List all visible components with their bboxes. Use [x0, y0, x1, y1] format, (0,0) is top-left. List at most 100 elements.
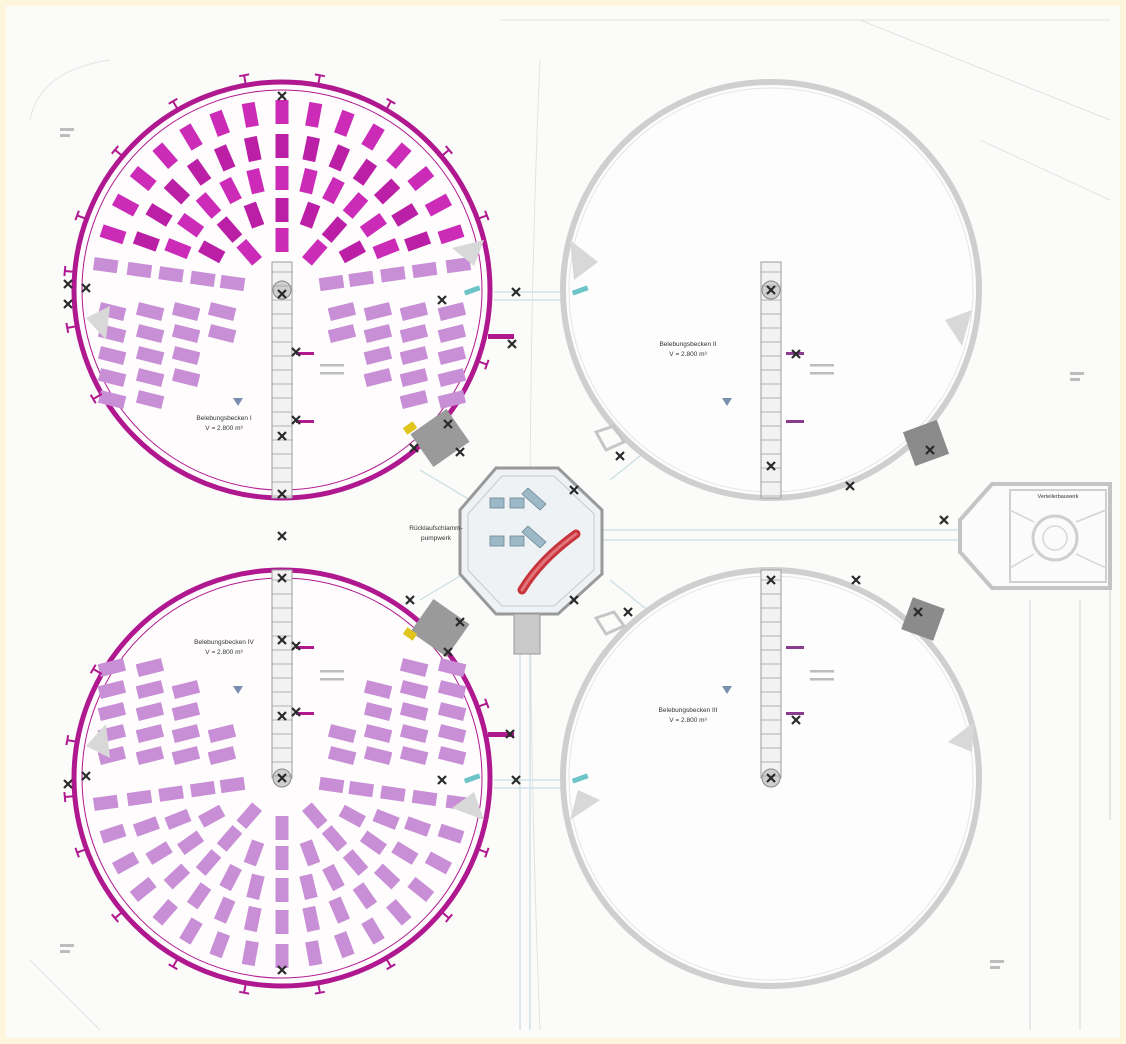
- aeration-diffuser: [163, 178, 191, 205]
- aeration-diffuser: [275, 134, 289, 158]
- aeration-diffuser: [179, 123, 203, 151]
- aeration-diffuser: [164, 238, 192, 260]
- aeration-diffuser: [437, 390, 467, 409]
- aeration-diffuser: [299, 839, 321, 867]
- aeration-diffuser: [97, 658, 127, 677]
- aeration-diffuser: [219, 863, 242, 892]
- aeration-diffuser: [219, 776, 246, 794]
- aeration-diffuser: [399, 658, 429, 677]
- aeration-diffuser: [302, 802, 328, 830]
- aeration-diffuser: [299, 873, 318, 900]
- aeration-diffuser: [328, 144, 351, 172]
- aeration-diffuser: [171, 324, 201, 343]
- aeration-diffuser: [97, 390, 127, 409]
- aeration-diffuser: [158, 266, 184, 283]
- basin-i-volume: V = 2.800 m³: [205, 425, 243, 432]
- pump-station-label-2: pumpwerk: [421, 535, 452, 542]
- aeration-diffuser: [352, 882, 378, 910]
- aeration-diffuser: [207, 324, 237, 343]
- aeration-diffuser: [407, 166, 435, 192]
- aeration-diffuser: [243, 201, 265, 229]
- aeration-diffuser: [437, 702, 467, 721]
- aeration-diffuser: [275, 878, 289, 902]
- aeration-diffuser: [219, 176, 242, 205]
- aeration-diffuser: [321, 216, 348, 243]
- water-level-triangle-icons: [233, 398, 732, 694]
- aeration-diffuser: [129, 166, 157, 192]
- aeration-diffuser: [207, 724, 237, 743]
- aeration-diffuser: [275, 846, 289, 870]
- aeration-diffuser: [275, 944, 289, 968]
- pipe-corridors: [419, 291, 960, 1030]
- aeration-diffuser: [322, 176, 345, 205]
- aeration-diffuser: [135, 346, 165, 365]
- aeration-diffuser: [437, 324, 467, 343]
- basin-iv-name: Belebungsbecken IV: [194, 639, 254, 646]
- aeration-diffuser: [171, 368, 201, 387]
- aeration-diffuser: [399, 324, 429, 343]
- aeration-diffuser: [129, 876, 157, 902]
- aeration-diffuser: [437, 346, 467, 365]
- basin-iii-name: Belebungsbecken III: [659, 707, 718, 714]
- aeration-diffuser: [171, 724, 201, 743]
- aeration-diffuser: [399, 680, 429, 699]
- aeration-diffuser: [158, 785, 184, 802]
- aeration-diffuser: [92, 794, 119, 811]
- aeration-diffuser: [152, 142, 178, 170]
- aeration-diffuser: [437, 823, 465, 844]
- aeration-diffuser: [135, 724, 165, 743]
- aeration-diffuser: [386, 142, 412, 170]
- aeration-diffuser: [209, 931, 230, 959]
- aeration-diffuser: [399, 724, 429, 743]
- aeration-diffuser: [327, 746, 357, 765]
- aeration-diffuser: [437, 302, 467, 321]
- aeration-diffuser: [275, 100, 289, 124]
- aeration-diffuser: [219, 274, 246, 292]
- aeration-diffuser: [363, 680, 393, 699]
- aeration-diffuser: [236, 238, 262, 266]
- aeration-diffuser: [190, 780, 216, 798]
- aeration-diffuser: [246, 168, 265, 195]
- aeration-diffuser: [334, 109, 355, 137]
- aeration-diffuser: [171, 346, 201, 365]
- aeration-diffuser: [437, 224, 465, 245]
- aeration-diffuser: [342, 849, 369, 876]
- aeration-diffuser-field: [92, 100, 472, 409]
- aeration-diffuser: [97, 346, 127, 365]
- aeration-diffuser: [437, 746, 467, 765]
- aeration-diffuser: [445, 257, 472, 274]
- aeration-diffuser: [359, 830, 387, 856]
- aeration-diffuser: [399, 390, 429, 409]
- aeration-diffuser: [321, 825, 348, 852]
- aeration-diffuser: [363, 724, 393, 743]
- aeration-diffuser: [171, 746, 201, 765]
- aeration-diffuser: [135, 658, 165, 677]
- aeration-diffuser: [207, 302, 237, 321]
- aeration-diffuser: [437, 658, 467, 677]
- aeration-diffuser: [99, 823, 127, 844]
- aeration-diffuser: [126, 261, 153, 279]
- aeration-diffuser: [275, 198, 289, 222]
- aeration-diffuser: [338, 240, 366, 264]
- aeration-diffuser: [171, 702, 201, 721]
- cyan-pipe-segments: [463, 285, 589, 784]
- aeration-diffuser: [97, 680, 127, 699]
- aeration-diffuser: [275, 228, 289, 252]
- aeration-diffuser: [216, 825, 243, 852]
- aeration-diffuser: [373, 178, 401, 205]
- aeration-diffuser: [190, 270, 216, 288]
- aeration-diffuser: [198, 240, 226, 264]
- aeration-diffuser: [424, 851, 453, 875]
- aeration-diffuser: [363, 346, 393, 365]
- aeration-diffuser: [363, 746, 393, 765]
- small-annotations: [60, 128, 1084, 969]
- aeration-diffuser: [177, 830, 205, 856]
- basin-iv-volume: V = 2.800 m³: [205, 649, 243, 656]
- aeration-diffuser: [171, 680, 201, 699]
- aeration-diffuser: [380, 785, 406, 802]
- valve-symbols: [63, 91, 949, 975]
- aeration-diffuser: [437, 724, 467, 743]
- basin-ii-name: Belebungsbecken II: [659, 341, 716, 348]
- aeration-diffuser: [135, 390, 165, 409]
- aeration-diffuser: [92, 257, 119, 274]
